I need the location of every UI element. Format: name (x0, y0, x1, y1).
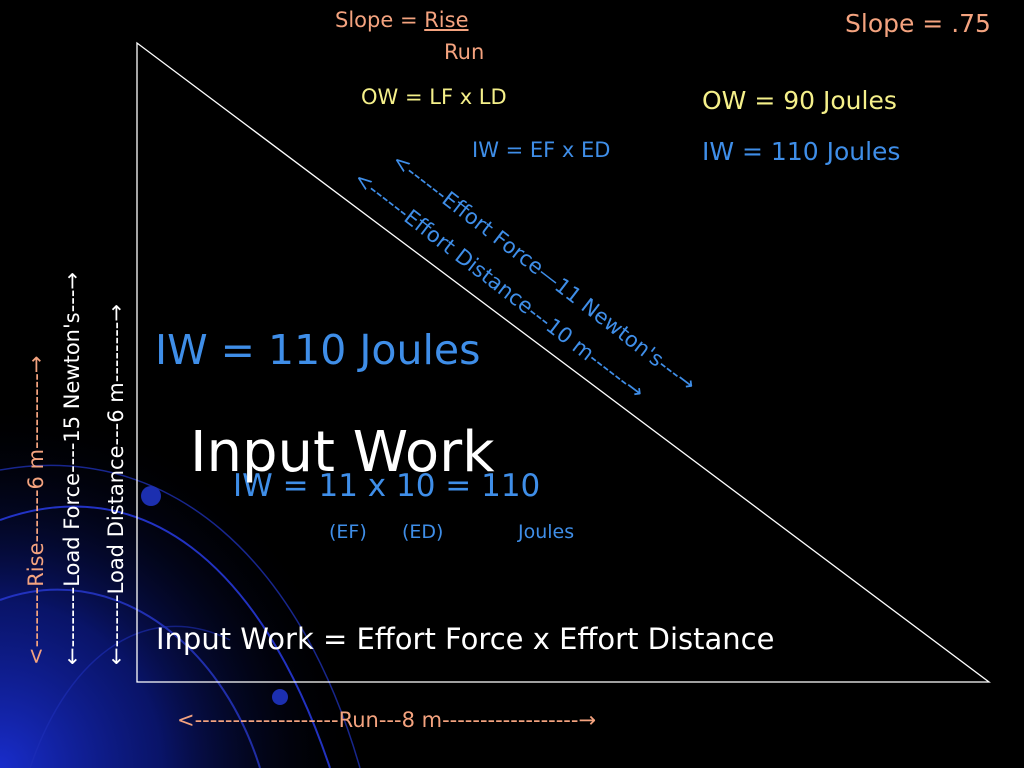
input-work-formula: IW = EF x ED (472, 138, 611, 162)
slope-formula: Slope = Rise (335, 10, 469, 31)
ed-label: (ED) (402, 521, 444, 543)
output-work-formula: OW = LF x LD (361, 85, 507, 109)
decorative-curve (0, 505, 331, 768)
ramp-triangle (136, 41, 991, 683)
decorative-curve (0, 588, 261, 768)
decorative-dot (141, 486, 161, 506)
decorative-curve (0, 464, 361, 768)
input-work-big-value: IW = 110 Joules (155, 326, 481, 374)
input-work-value: IW = 110 Joules (702, 137, 901, 166)
load-distance-arrow: ←-------Load Distance---6 m--------→ (104, 304, 128, 665)
rise-arrow: <--------Rise-------6 m----------→ (24, 355, 48, 665)
ef-label: (EF) (329, 521, 367, 543)
output-work-value: OW = 90 Joules (702, 86, 897, 115)
decorative-curve (29, 625, 231, 768)
slope-formula-rise: Rise (424, 8, 469, 32)
slope-formula-prefix: Slope = (335, 8, 425, 32)
slope-formula-run: Run (444, 40, 485, 64)
slide-title: Input Work (190, 420, 495, 485)
background-glow (0, 400, 360, 768)
load-force-arrow: ←--------Load Force----15 Newton's---→ (60, 271, 84, 665)
joules-label: Joules (518, 521, 575, 543)
decorative-dot (272, 689, 288, 705)
slope-value: Slope = .75 (845, 9, 991, 38)
run-arrow: <-------------------Run---8 m-----------… (177, 708, 597, 732)
input-work-calculation: IW = 11 x 10 = 110 (233, 468, 541, 504)
input-work-definition: Input Work = Effort Force x Effort Dista… (156, 622, 775, 656)
